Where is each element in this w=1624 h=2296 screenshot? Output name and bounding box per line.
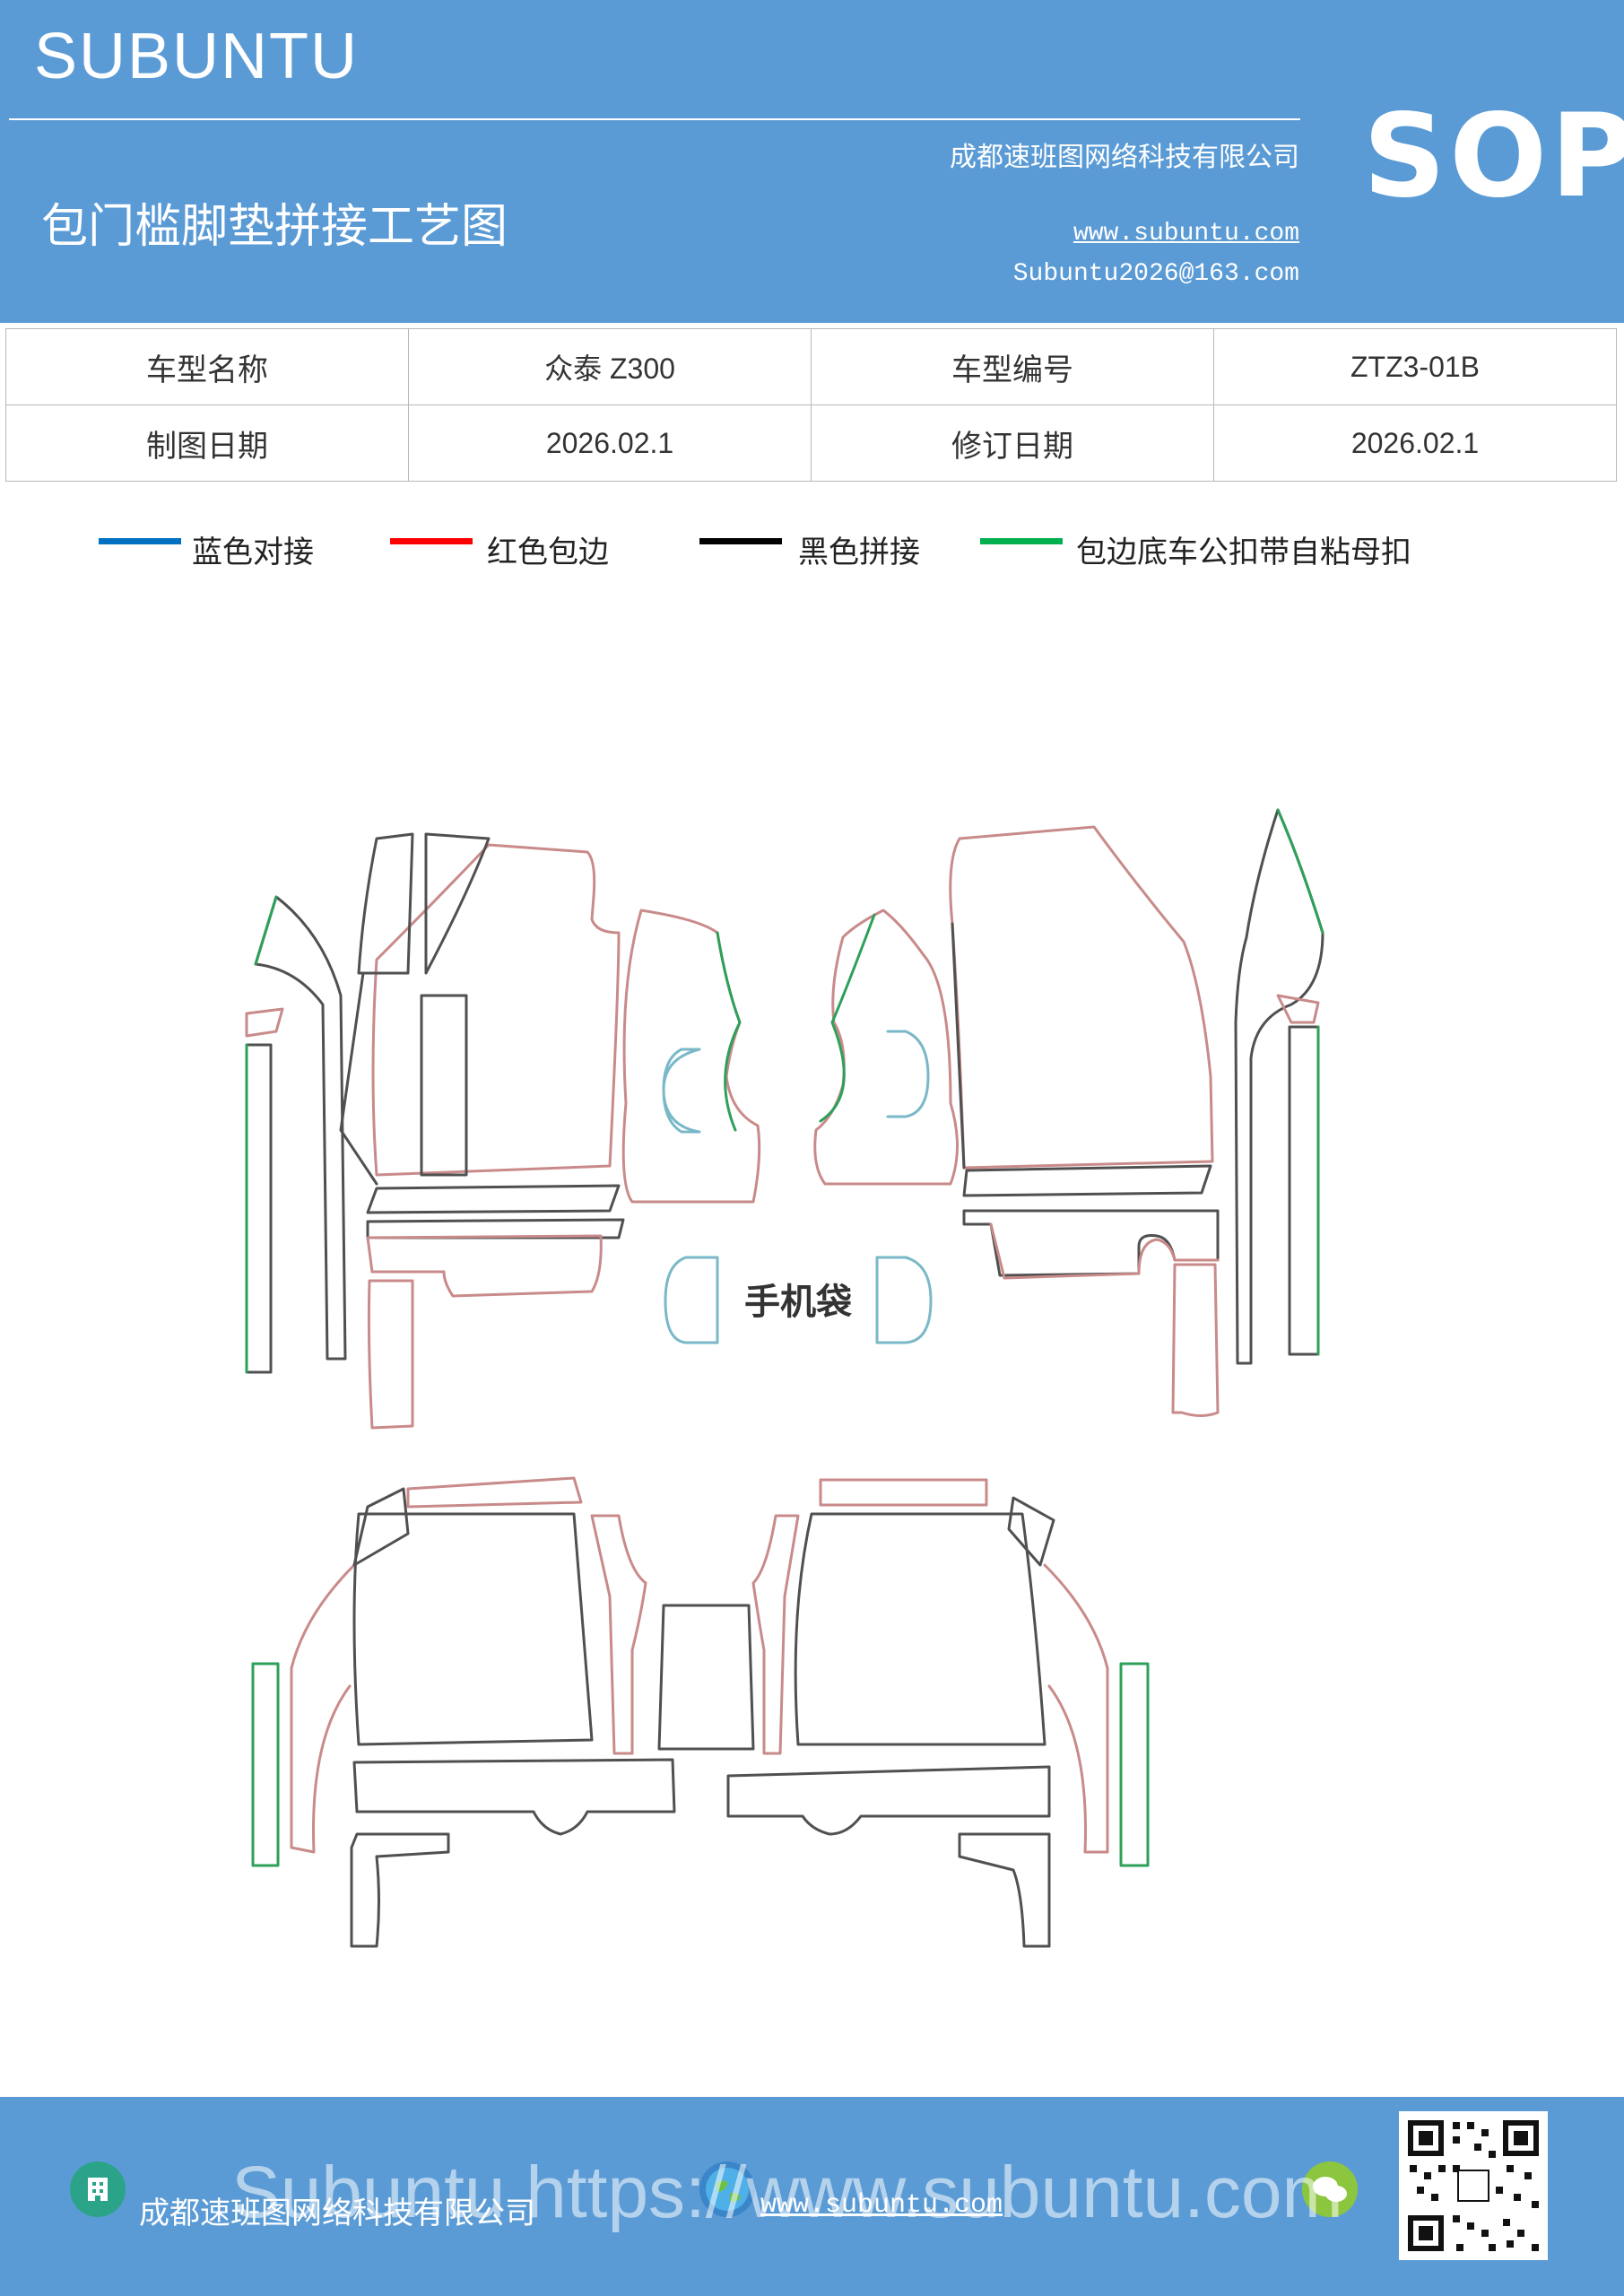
rear-left-green bbox=[251, 1662, 280, 1867]
revise-date-label: 修订日期 bbox=[811, 404, 1214, 482]
cup-right bbox=[886, 1030, 930, 1118]
rear-right-bottom-1 bbox=[726, 1765, 1051, 1836]
legend-label: 蓝色对接 bbox=[192, 535, 314, 570]
draw-date-value: 2026.02.1 bbox=[408, 404, 812, 482]
qr-code[interactable] bbox=[1399, 2111, 1548, 2260]
wechat-icon bbox=[1302, 2161, 1358, 2217]
center-tunnel bbox=[657, 1604, 755, 1751]
seat-strip-2 bbox=[366, 1218, 625, 1239]
footer-website[interactable]: www.subuntu.com bbox=[760, 2190, 1003, 2221]
right-rear-foot bbox=[1171, 1263, 1220, 1417]
rear-left-wing bbox=[290, 1563, 356, 1854]
rear-right-top-tab bbox=[819, 1478, 988, 1507]
document-title: 包门槛脚垫拼接工艺图 bbox=[41, 200, 508, 254]
qr-code-icon bbox=[1408, 2120, 1539, 2251]
footer-banner: 成都速班图网络科技有限公司 www.subuntu.com Subuntu ht… bbox=[0, 2097, 1624, 2296]
rear-left-main bbox=[352, 1512, 594, 1746]
rear-right-tab bbox=[1007, 1496, 1055, 1567]
header-banner: SUBUNTU 包门槛脚垫拼接工艺图 成都速班图网络科技有限公司 www.sub… bbox=[0, 0, 1624, 323]
wheel-arch-left-green bbox=[819, 913, 876, 1123]
brand-name: SUBUNTU bbox=[34, 21, 360, 92]
pocket-left bbox=[664, 1256, 719, 1344]
front-left-curve bbox=[254, 895, 347, 1361]
header-divider bbox=[9, 118, 1300, 120]
rear-right-green bbox=[1119, 1662, 1150, 1867]
rear-left-tab bbox=[352, 1487, 410, 1567]
rear-right-side bbox=[751, 1514, 800, 1755]
legend-swatch bbox=[99, 538, 181, 544]
right-seat-strip-1 bbox=[962, 1164, 1212, 1197]
wheel-arch-right bbox=[621, 909, 761, 1204]
model-name-value: 众泰 Z300 bbox=[408, 328, 812, 405]
draw-date-label: 制图日期 bbox=[5, 404, 409, 482]
cup-left bbox=[662, 1048, 701, 1134]
left-upper-panel bbox=[357, 832, 414, 975]
left-upper-panel-2 bbox=[424, 832, 491, 975]
wheel-arch-green bbox=[716, 931, 742, 1132]
front-left-curve-green bbox=[254, 895, 278, 966]
legend-swatch bbox=[980, 538, 1063, 544]
model-code-value: ZTZ3-01B bbox=[1213, 328, 1617, 405]
legend-swatch bbox=[390, 538, 473, 544]
right-front-curve-green bbox=[1276, 808, 1324, 935]
right-rear-sill bbox=[989, 1222, 1220, 1280]
legend-swatch bbox=[699, 538, 782, 544]
building-icon bbox=[70, 2161, 126, 2217]
rear-right-wing bbox=[1043, 1563, 1109, 1854]
model-name-label: 车型名称 bbox=[5, 328, 409, 405]
revise-date-value: 2026.02.1 bbox=[1213, 404, 1617, 482]
rear-left-side bbox=[590, 1514, 647, 1755]
legend-label: 黑色拼接 bbox=[798, 535, 920, 570]
upper-left-mats bbox=[245, 832, 761, 1430]
globe-icon bbox=[699, 2161, 755, 2217]
left-sill-strip bbox=[245, 1043, 273, 1374]
rear-left-top-tab bbox=[406, 1476, 583, 1509]
wheel-arch-left bbox=[813, 909, 959, 1186]
table-row: 制图日期 2026.02.1 修订日期 2026.02.1 bbox=[5, 404, 1617, 482]
phone-pocket-label: 手机袋 bbox=[744, 1282, 852, 1323]
rear-left-foot bbox=[367, 1279, 414, 1430]
passenger-inner bbox=[951, 922, 966, 1170]
vehicle-info-table: 车型名称 众泰 Z300 车型编号 ZTZ3-01B 制图日期 2026.02.… bbox=[5, 328, 1617, 482]
lower-right-mats bbox=[657, 1478, 1150, 1948]
legend-label: 红色包边 bbox=[487, 535, 609, 570]
website-link[interactable]: www.subuntu.com bbox=[1073, 220, 1299, 248]
legend-label: 包边底车公扣带自粘母扣 bbox=[1076, 535, 1411, 570]
rear-right-main bbox=[794, 1512, 1046, 1746]
email-address[interactable]: Subuntu2026@163.com bbox=[1012, 260, 1299, 288]
right-sill-tab bbox=[1276, 994, 1320, 1024]
company-name: 成都速班图网络科技有限公司 bbox=[950, 142, 1299, 173]
table-row: 车型名称 众泰 Z300 车型编号 ZTZ3-01B bbox=[5, 328, 1617, 405]
left-sill-tab bbox=[245, 1007, 284, 1038]
lower-left-mats bbox=[251, 1476, 676, 1948]
phone-pockets bbox=[664, 1256, 933, 1344]
footer-overlay-text: Subuntu https://www.subuntu.com bbox=[231, 2152, 1343, 2233]
rear-left-bottom-1 bbox=[352, 1758, 676, 1836]
model-code-label: 车型编号 bbox=[811, 328, 1214, 405]
footer-company: 成都速班图网络科技有限公司 bbox=[139, 2196, 535, 2231]
sop-badge: SOP bbox=[1363, 90, 1624, 223]
rear-left-sill bbox=[366, 1234, 603, 1298]
passenger-mat bbox=[949, 825, 1214, 1170]
driver-mat-inner bbox=[420, 994, 468, 1177]
rear-right-bottom-2 bbox=[958, 1832, 1051, 1948]
upper-right-mats bbox=[813, 808, 1324, 1417]
seat-strip-1 bbox=[366, 1184, 621, 1214]
driver-mat bbox=[371, 843, 621, 1177]
black-seam-1 bbox=[339, 971, 378, 1186]
rear-left-bottom-2 bbox=[350, 1832, 450, 1948]
right-sill-strip bbox=[1288, 1025, 1320, 1356]
pocket-right bbox=[875, 1256, 933, 1344]
